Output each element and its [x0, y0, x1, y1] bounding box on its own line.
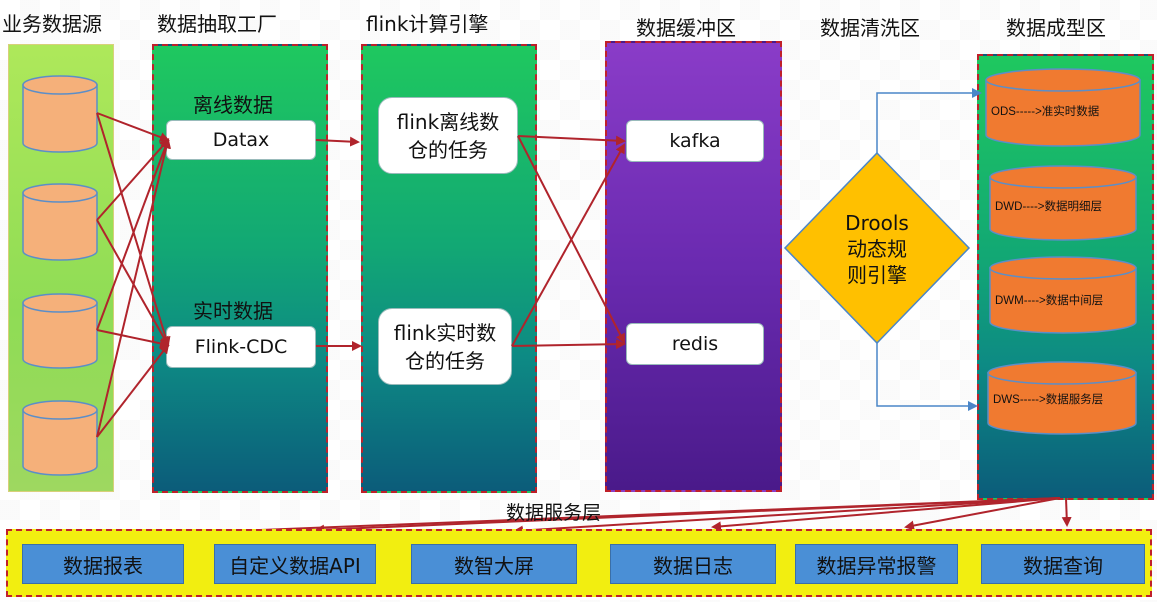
service-bar: [6, 529, 1152, 597]
title-source: 业务数据源: [2, 12, 102, 36]
service-api-button[interactable]: 自定义数据API: [214, 544, 376, 584]
source-db-1: [22, 75, 98, 153]
datax-box[interactable]: Datax: [166, 120, 316, 160]
service-log-button[interactable]: 数据日志: [610, 544, 776, 584]
source-db-2: [22, 183, 98, 261]
offline-label: 离线数据: [193, 93, 273, 117]
model-layer-dwm: [989, 256, 1137, 334]
drools-line-2: 动态规: [847, 237, 907, 261]
realtime-task-box[interactable]: flink实时数仓的任务: [378, 308, 512, 385]
extract-arrows: [315, 136, 362, 351]
title-extract: 数据抽取工厂: [157, 12, 277, 36]
drools-engine-text[interactable]: Drools 动态规 则引擎: [822, 210, 932, 288]
service-alert-button[interactable]: 数据异常报警: [795, 544, 958, 584]
title-clean: 数据清洗区: [820, 16, 920, 40]
model-layer-dws: [987, 361, 1137, 435]
layer-dws-label: DWS----->数据服务层: [993, 394, 1104, 406]
title-model: 数据成型区: [1006, 16, 1106, 40]
layer-dwd-label: DWD---->数据明细层: [995, 201, 1102, 213]
source-arrows: [96, 112, 172, 438]
service-query-button[interactable]: 数据查询: [981, 544, 1145, 584]
offline-task-box[interactable]: flink离线数仓的任务: [378, 97, 518, 174]
compute-arrows: [511, 135, 626, 350]
clean-connectors: [876, 88, 982, 411]
redis-box[interactable]: redis: [626, 323, 764, 365]
source-db-3: [22, 293, 98, 369]
buffer-column: [605, 41, 782, 492]
realtime-label: 实时数据: [193, 299, 273, 323]
drools-line-1: Drools: [845, 211, 909, 235]
kafka-box[interactable]: kafka: [626, 120, 764, 162]
service-report-button[interactable]: 数据报表: [22, 544, 184, 584]
title-buffer: 数据缓冲区: [636, 16, 736, 40]
layer-dwm-label: DWM---->数据中间层: [995, 295, 1104, 307]
model-layer-dwd: [989, 165, 1137, 241]
title-compute: flink计算引擎: [366, 12, 489, 36]
layer-ods-label: ODS----->准实时数据: [991, 106, 1100, 118]
source-db-4: [22, 400, 98, 476]
extract-column: [152, 44, 328, 493]
flink-cdc-box[interactable]: Flink-CDC: [166, 326, 316, 368]
service-title: 数据服务层: [506, 502, 602, 524]
model-layer-ods: [985, 68, 1141, 147]
drools-line-3: 则引擎: [847, 263, 907, 287]
service-dashboard-button[interactable]: 数智大屏: [411, 544, 577, 584]
